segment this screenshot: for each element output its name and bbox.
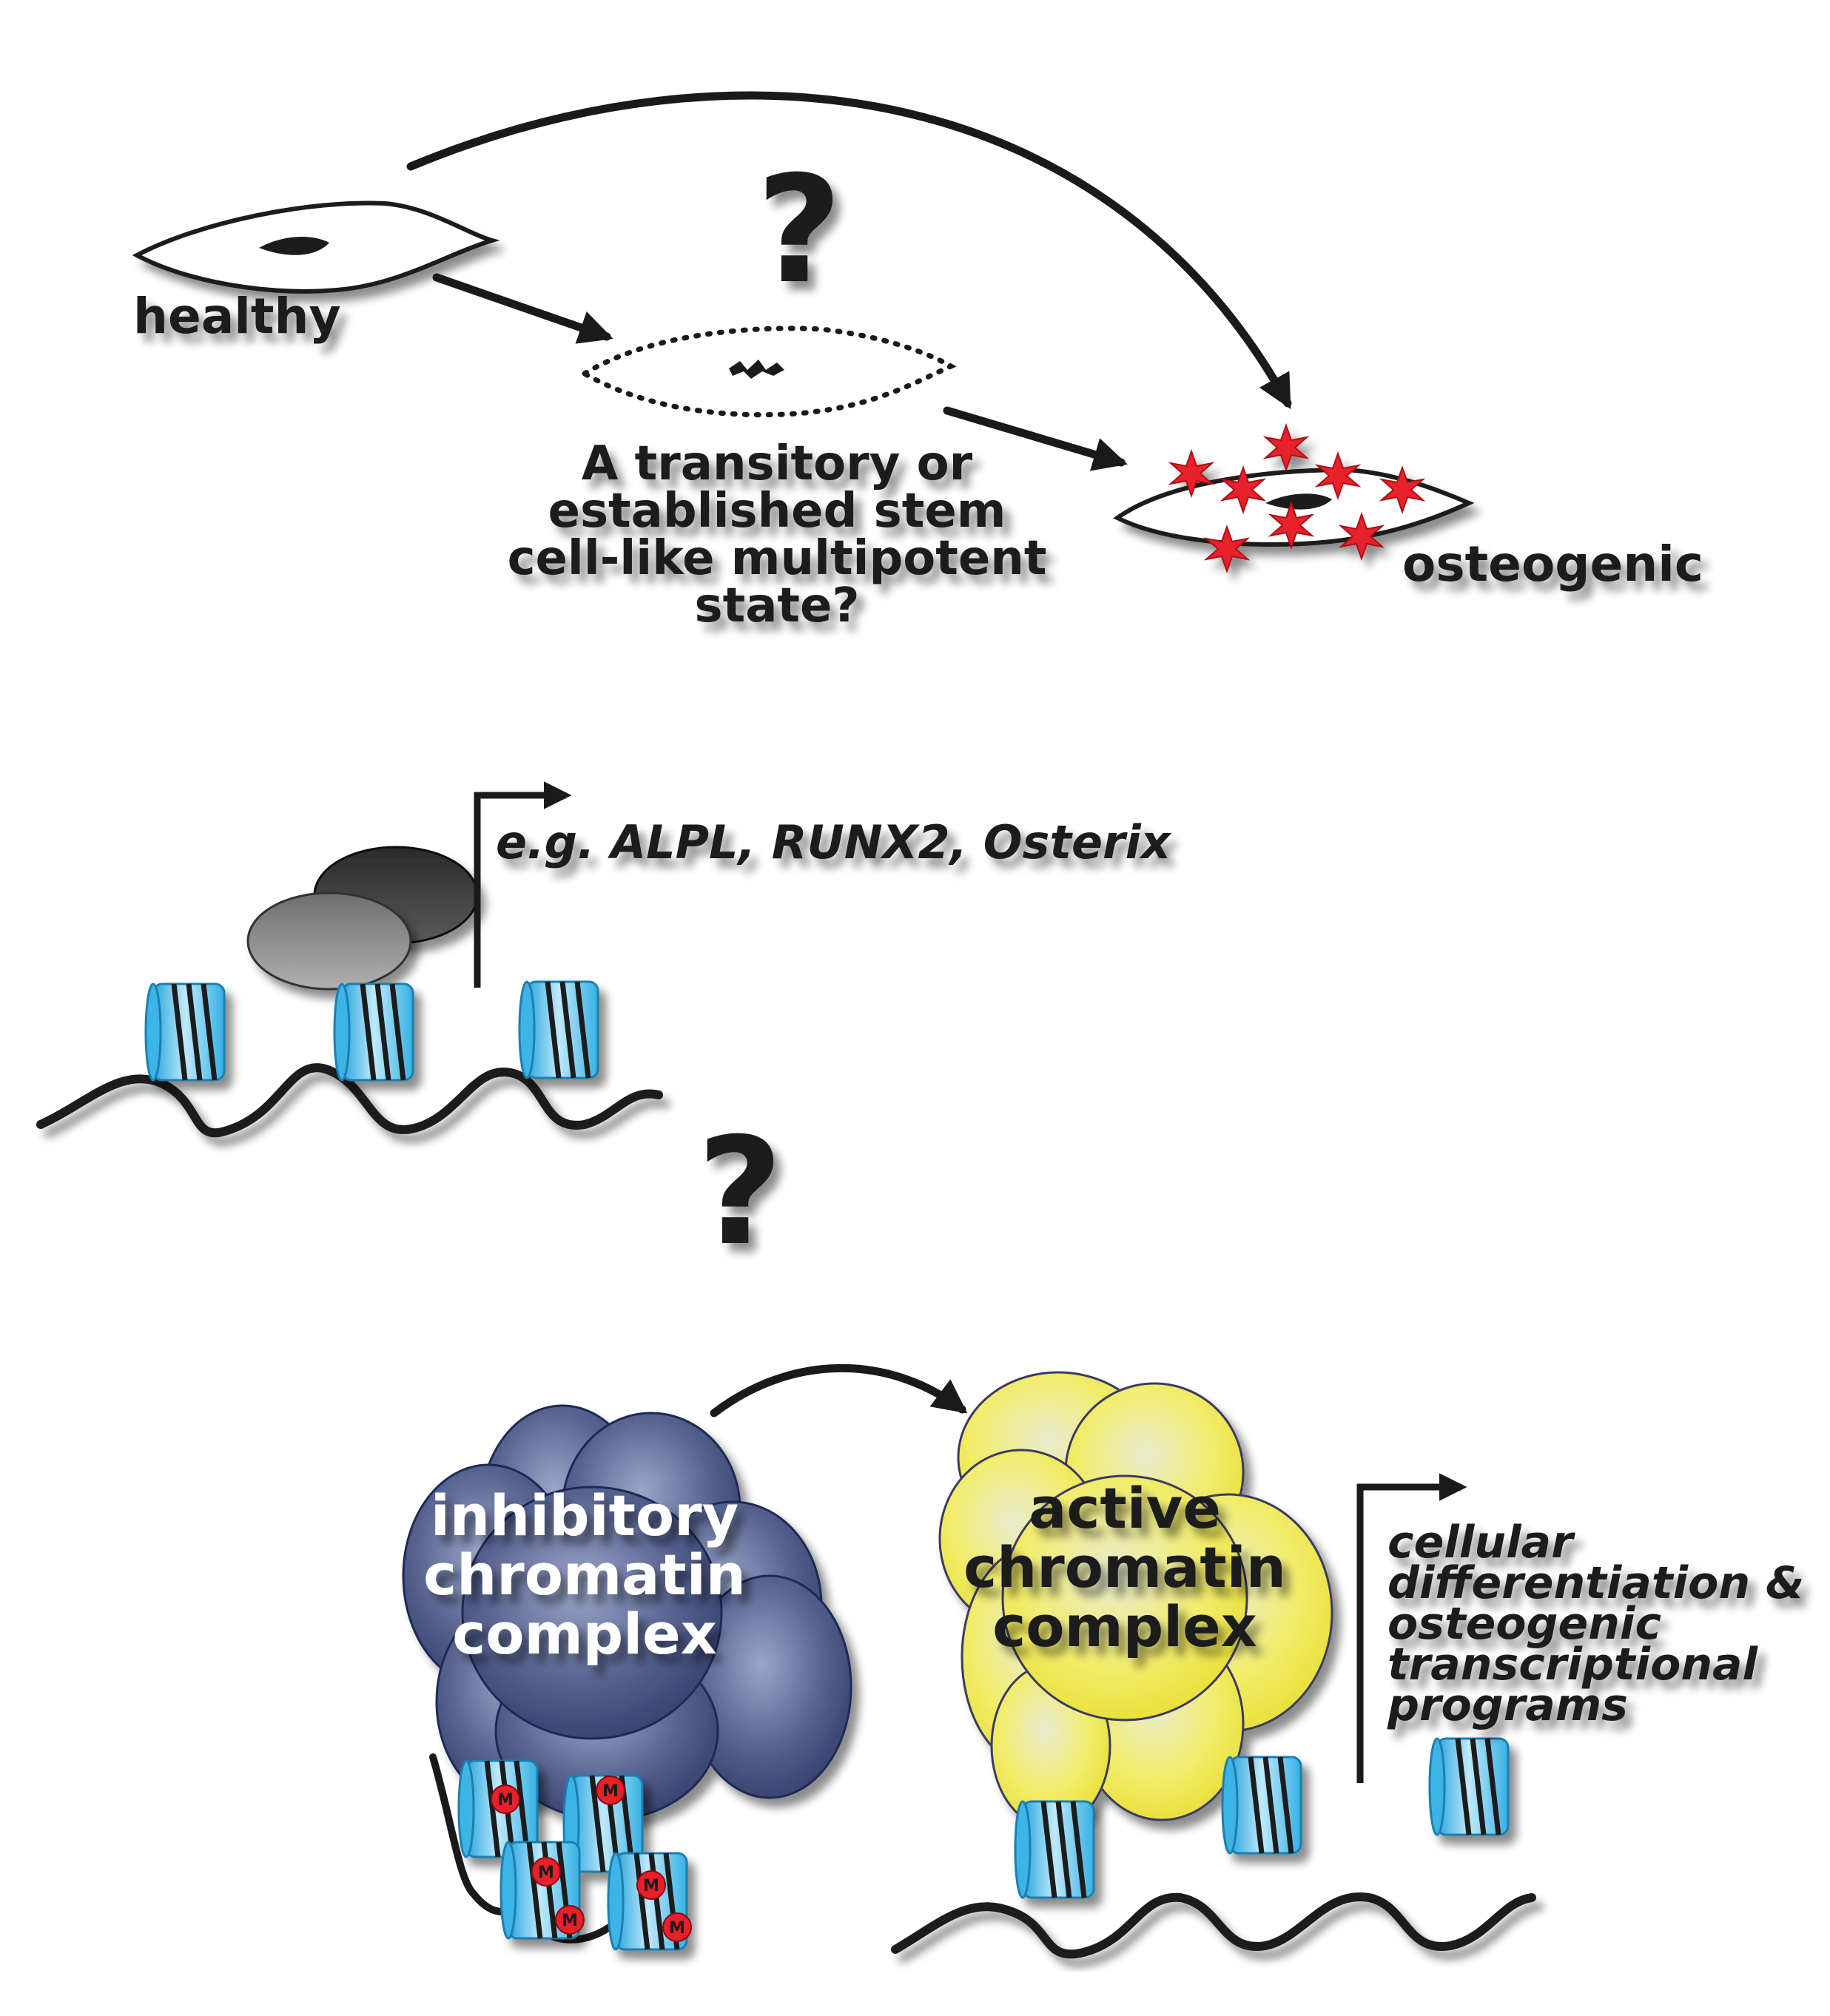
methyl-mark-label: M xyxy=(669,1919,685,1938)
red-star-icon xyxy=(1314,451,1362,501)
question-mark-middle: ? xyxy=(697,1106,783,1278)
inhibitory-complex-panel: inhibitory chromatin complex xyxy=(402,1404,852,1951)
transitory-cell-nucleus xyxy=(729,360,784,379)
active-line-1: active xyxy=(1029,1475,1221,1541)
inhibitory-line-3: complex xyxy=(452,1601,716,1667)
methyl-mark-label: M xyxy=(497,1791,514,1810)
healthy-cell-nucleus xyxy=(259,236,329,255)
label-osteogenic: osteogenic xyxy=(1402,536,1703,593)
osteogenic-cell-nucleus xyxy=(1265,493,1332,510)
methyl-mark: M xyxy=(596,1776,625,1805)
transitory-line-3: cell-like multipotent xyxy=(508,531,1047,586)
methylation-marks: M M M M M M xyxy=(491,1776,692,1942)
label-transcriptional-programs: cellular differentiation & osteogenic tr… xyxy=(1387,1517,1804,1731)
arrow-transitory-to-osteogenic xyxy=(943,406,1128,471)
active-complex-panel: active chromatin complex xyxy=(891,1371,1804,1959)
transcription-factor-gray xyxy=(246,891,412,991)
programs-line-5: programs xyxy=(1387,1679,1628,1731)
red-star-icon xyxy=(1262,422,1310,473)
active-complex xyxy=(938,1371,1333,1829)
active-label: active chromatin complex xyxy=(963,1475,1286,1659)
methyl-mark-label: M xyxy=(538,1864,554,1882)
programs-line-3: osteogenic xyxy=(1387,1598,1661,1650)
red-star-icon xyxy=(1338,511,1385,562)
transitory-line-2: established stem xyxy=(548,484,1006,539)
inhibitory-label: inhibitory chromatin complex xyxy=(423,1483,746,1667)
osteogenic-cell xyxy=(1113,422,1475,574)
methyl-mark: M xyxy=(531,1857,561,1887)
red-star-icon xyxy=(1379,465,1426,515)
nucleosome xyxy=(518,980,599,1079)
methyl-mark: M xyxy=(491,1784,520,1814)
methyl-mark-label: M xyxy=(562,1912,578,1930)
red-star-icon xyxy=(1203,524,1251,574)
transcription-start-arrow-active xyxy=(1356,1473,1467,1783)
red-star-icon xyxy=(1168,448,1215,499)
transitory-line-4: state? xyxy=(695,579,860,633)
inhibitory-line-2: chromatin xyxy=(423,1542,746,1608)
methyl-mark-label: M xyxy=(602,1782,619,1801)
osteogenic-markers xyxy=(1168,422,1426,574)
active-line-2: chromatin xyxy=(963,1534,1286,1600)
arrow-healthy-to-transitory xyxy=(432,273,613,344)
nucleosome xyxy=(1014,1800,1095,1899)
programs-line-4: transcriptional xyxy=(1387,1639,1759,1690)
nucleosome xyxy=(333,982,414,1082)
red-star-icon xyxy=(1268,500,1315,550)
methyl-mark: M xyxy=(636,1870,666,1900)
healthy-cell xyxy=(132,200,500,294)
nucleosome-group xyxy=(144,980,599,1082)
label-healthy: healthy xyxy=(133,288,340,345)
programs-line-2: differentiation & xyxy=(1387,1557,1804,1609)
transcription-start-arrow xyxy=(474,781,572,988)
nucleosome xyxy=(1428,1737,1510,1836)
inhibitory-complex xyxy=(402,1404,852,1821)
cell-transition-panel: healthy ? A transitory or established st… xyxy=(132,91,1703,633)
red-star-icon xyxy=(1220,465,1267,515)
nucleosome xyxy=(1221,1756,1302,1855)
inhibitory-line-1: inhibitory xyxy=(431,1483,739,1548)
dna-strand xyxy=(36,1063,663,1138)
active-line-3: complex xyxy=(992,1594,1257,1659)
label-target-genes: e.g. ALPL, RUNX2, Osterix xyxy=(496,815,1172,869)
arrow-healthy-to-osteogenic xyxy=(406,91,1292,410)
nucleosome-group-active xyxy=(1014,1737,1510,1899)
question-mark-top: ? xyxy=(756,144,842,317)
programs-line-1: cellular xyxy=(1387,1517,1575,1568)
transitory-line-1: A transitory or xyxy=(582,436,973,491)
methyl-mark: M xyxy=(555,1905,585,1935)
methyl-mark-label: M xyxy=(643,1877,659,1895)
nucleosome xyxy=(144,982,226,1082)
transitory-cell xyxy=(579,326,957,418)
methyl-mark: M xyxy=(662,1912,692,1942)
promoter-binding-panel: e.g. ALPL, RUNX2, Osterix xyxy=(36,781,1172,1138)
arrow-inhibitory-to-active xyxy=(710,1363,968,1417)
dna-strand-active xyxy=(891,1892,1536,1959)
label-transitory-state: A transitory or established stem cell-li… xyxy=(508,436,1047,633)
